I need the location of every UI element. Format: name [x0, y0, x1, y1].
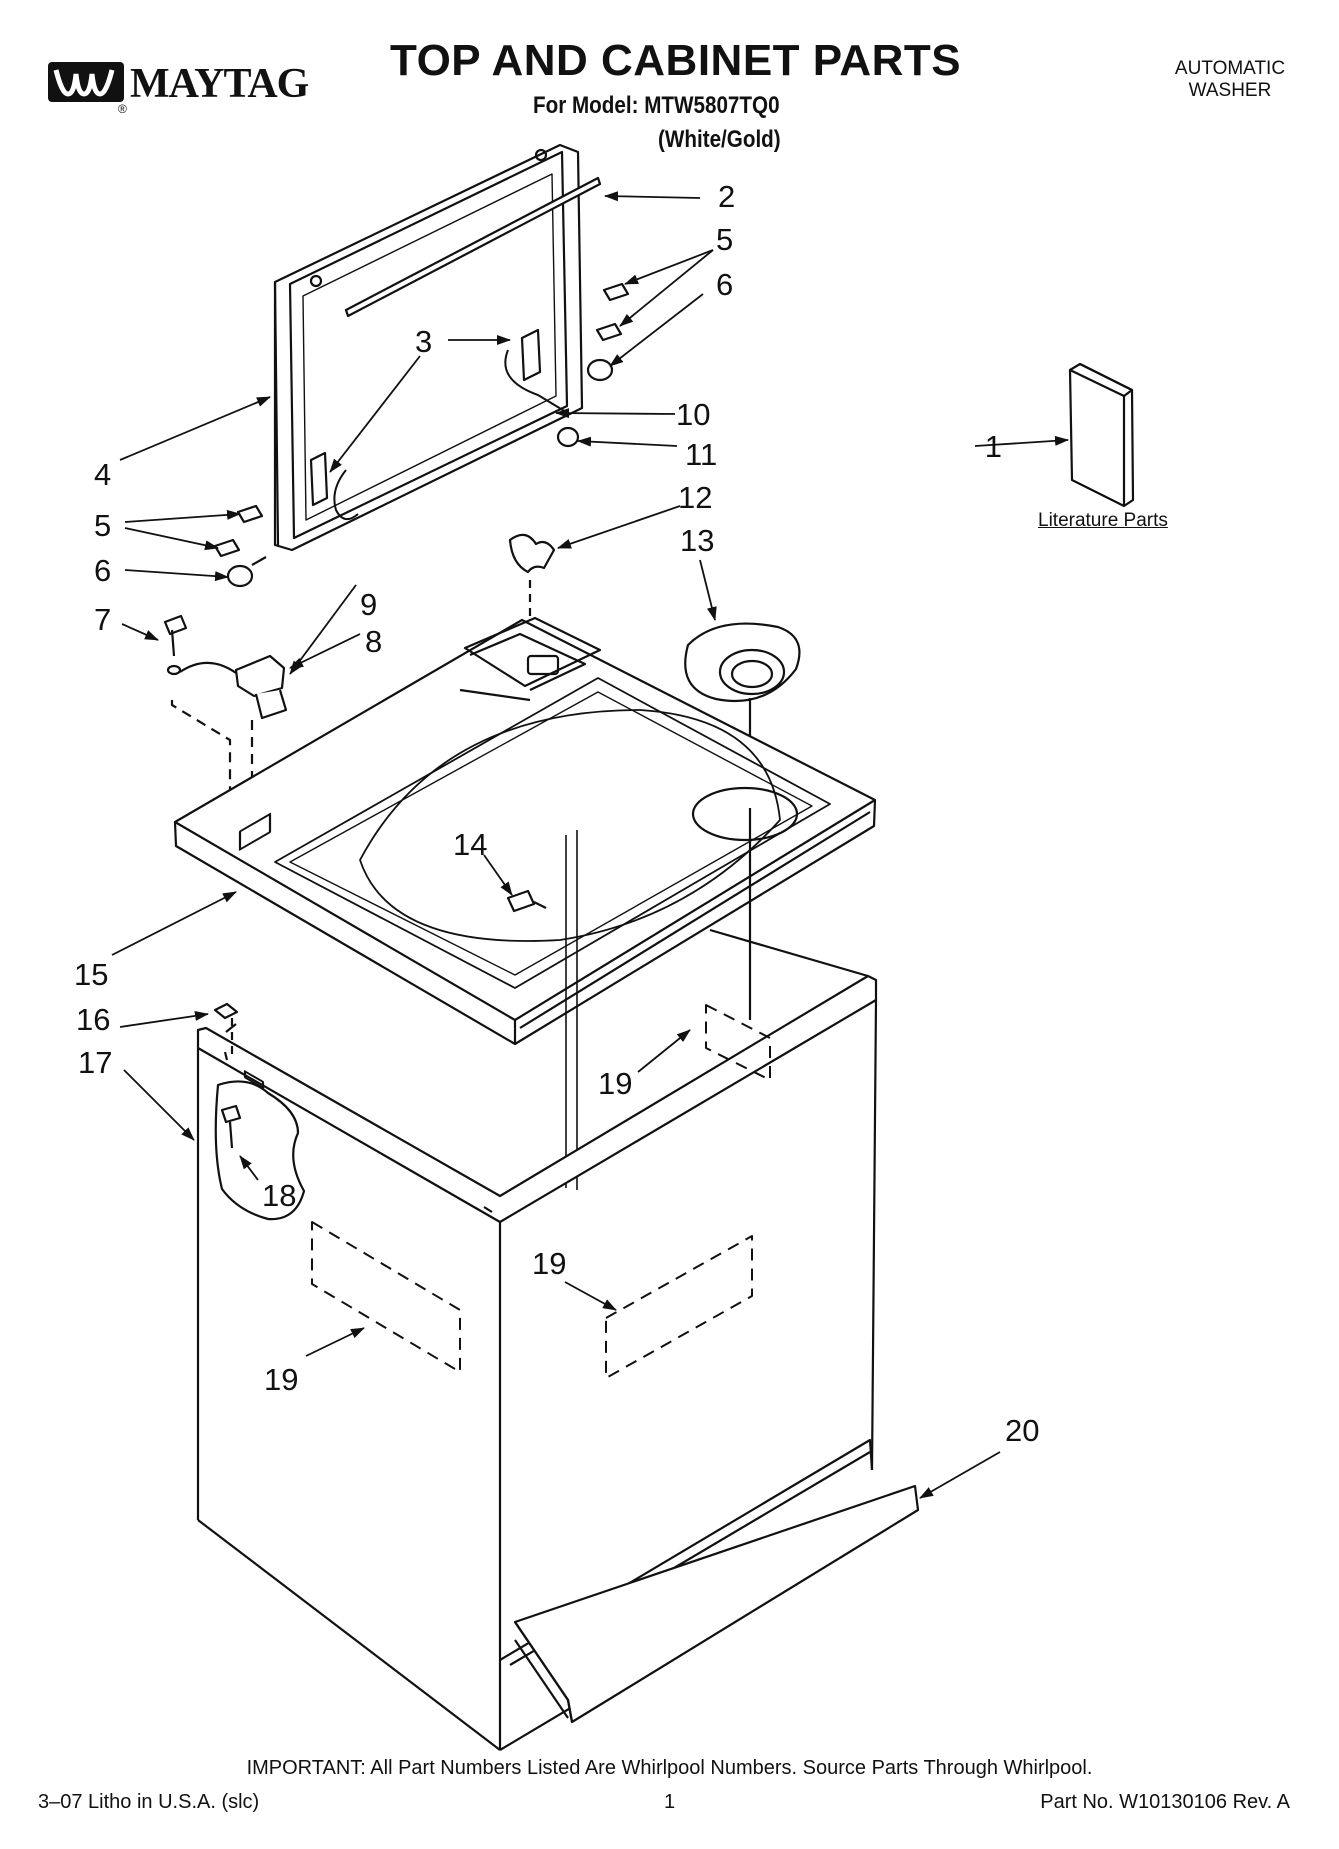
- part-number: Part No. W10130106 Rev. A: [1040, 1791, 1290, 1813]
- literature-parts-label: Literature Parts: [1038, 510, 1168, 531]
- callout-5c: 5: [94, 508, 111, 543]
- literature-parts-drawing: [1068, 362, 1135, 508]
- callout-5a: 5: [716, 222, 733, 257]
- callout-10: 10: [676, 397, 710, 432]
- appliance-category: AUTOMATIC WASHER: [1150, 58, 1310, 102]
- callout-19b: 19: [532, 1246, 566, 1281]
- page-title: TOP AND CABINET PARTS: [390, 36, 962, 85]
- top-panel-drawing: [173, 616, 877, 1046]
- label-outlines: [311, 1004, 771, 1379]
- callout-6a: 6: [716, 267, 733, 302]
- lid-assembly-drawing: [273, 143, 602, 552]
- important-note: IMPORTANT: All Part Numbers Listed Are W…: [246, 1757, 1093, 1779]
- callout-1: 1: [985, 429, 1002, 464]
- lid-hardware-drawing: [213, 282, 630, 588]
- lid-switch-drawing: [163, 580, 532, 790]
- registered-mark: ®: [118, 102, 127, 116]
- callout-19c: 19: [264, 1362, 298, 1397]
- maytag-brand-text: MAYTAG: [130, 61, 309, 107]
- category-line-2: WASHER: [1188, 80, 1272, 101]
- callout-15: 15: [74, 957, 108, 992]
- callout-18: 18: [262, 1178, 296, 1213]
- callout-2: 2: [718, 179, 735, 214]
- litho-note: 3–07 Litho in U.S.A. (slc): [38, 1791, 260, 1813]
- color-line: (White/Gold): [658, 126, 781, 153]
- top-screw-drawing: [506, 889, 547, 913]
- callout-17: 17: [78, 1045, 112, 1080]
- clip-and-dispenser-drawing: [508, 533, 801, 808]
- callout-4: 4: [94, 457, 111, 492]
- category-line-1: AUTOMATIC: [1174, 58, 1286, 79]
- model-line: For Model: MTW5807TQ0: [533, 92, 780, 119]
- page-number: 1: [664, 1791, 676, 1813]
- cabinet-drawing: [196, 928, 878, 1751]
- callout-8: 8: [365, 624, 382, 659]
- toe-plate-drawing: [513, 1484, 920, 1724]
- callout-6b: 6: [94, 553, 111, 588]
- callout-11: 11: [685, 437, 717, 472]
- maytag-logo-mark-icon: [48, 62, 124, 102]
- maytag-logo: MAYTAG ®: [48, 56, 330, 116]
- callout-14: 14: [453, 827, 487, 862]
- callout-19a: 19: [598, 1066, 632, 1101]
- callout-9: 9: [360, 587, 377, 622]
- callout-7: 7: [94, 602, 111, 637]
- callout-12: 12: [678, 480, 712, 515]
- callout-16: 16: [76, 1002, 110, 1037]
- callout-3a: 3: [415, 324, 432, 359]
- callout-13: 13: [680, 523, 714, 558]
- callout-20: 20: [1005, 1413, 1039, 1448]
- clip-16-drawing: [213, 1002, 239, 1020]
